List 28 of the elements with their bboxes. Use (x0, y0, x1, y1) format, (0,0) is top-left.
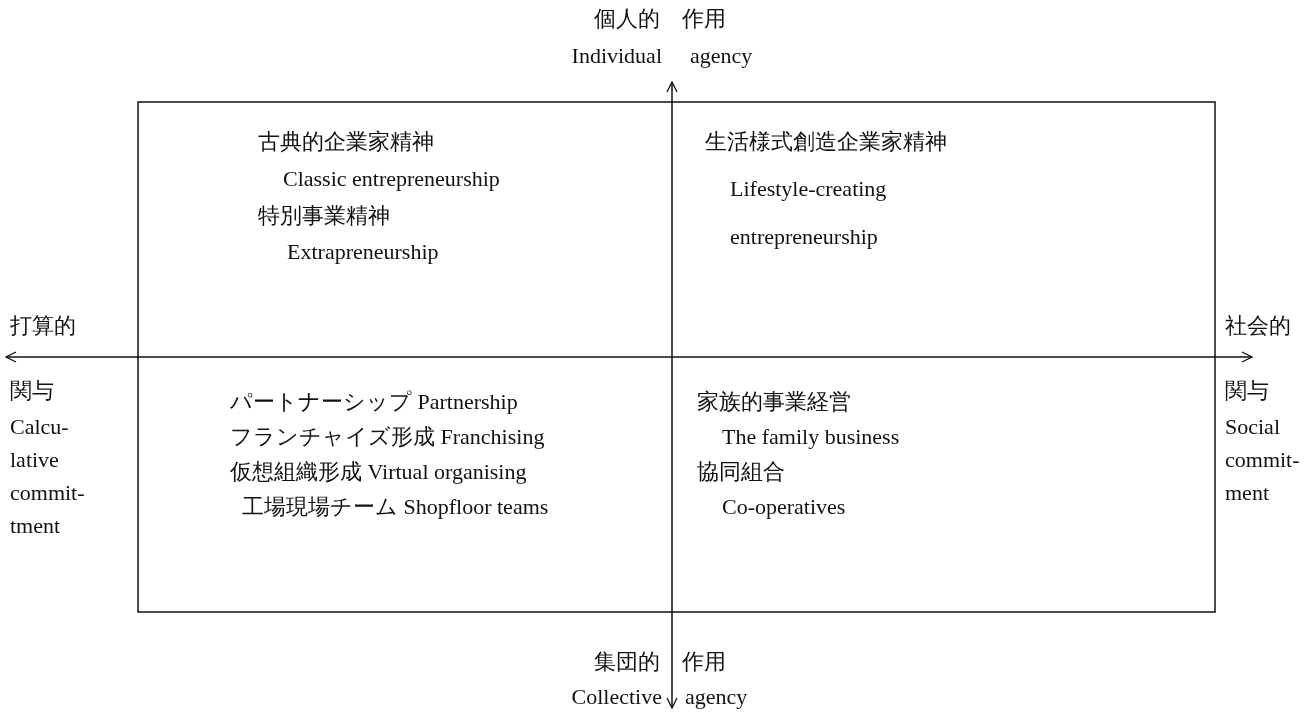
axis-label: Individual (570, 42, 662, 70)
quadrant-label: 古典的企業家精神 (258, 128, 434, 156)
quadrant-label: 協同組合 (697, 458, 785, 486)
quadrant-label: 特別事業精神 (258, 202, 390, 230)
quadrant-label: Classic entrepreneurship (283, 165, 500, 193)
axis-label: 作用 (682, 5, 726, 33)
axis-label: 関与 (1225, 377, 1269, 405)
axis-label: 個人的 (593, 5, 660, 33)
quadrant-label: 工場現場チーム Shopfloor teams (242, 493, 549, 521)
quadrant-label: 仮想組織形成 Virtual organising (230, 458, 527, 486)
quadrant-label: Extrapreneurship (287, 238, 439, 266)
axis-label: Collective (570, 683, 662, 711)
axis-label: Social commit- ment (1225, 413, 1301, 507)
quadrant-label: The family business (722, 423, 900, 451)
quadrant-label: Co-operatives (722, 493, 846, 521)
quadrant-label: Lifestyle-creating entrepreneurship (730, 175, 888, 251)
axis-label: Calcu- lative commit- tment (10, 413, 86, 540)
quadrant-label: パートナーシップ Partnership (230, 388, 518, 416)
quadrant-label: 生活様式創造企業家精神 (705, 128, 947, 156)
axis-label: 関与 (10, 377, 54, 405)
axis-label: 集団的 (593, 648, 660, 676)
axis-label: 社会的 (1225, 312, 1291, 340)
quadrant-label: フランチャイズ形成 Franchising (230, 423, 545, 451)
quadrant-label: 家族的事業経営 (697, 388, 851, 416)
axis-label: 打算的 (10, 312, 76, 340)
axis-label: agency (685, 683, 748, 711)
axis-label: agency (690, 42, 753, 70)
axis-label: 作用 (682, 648, 726, 676)
